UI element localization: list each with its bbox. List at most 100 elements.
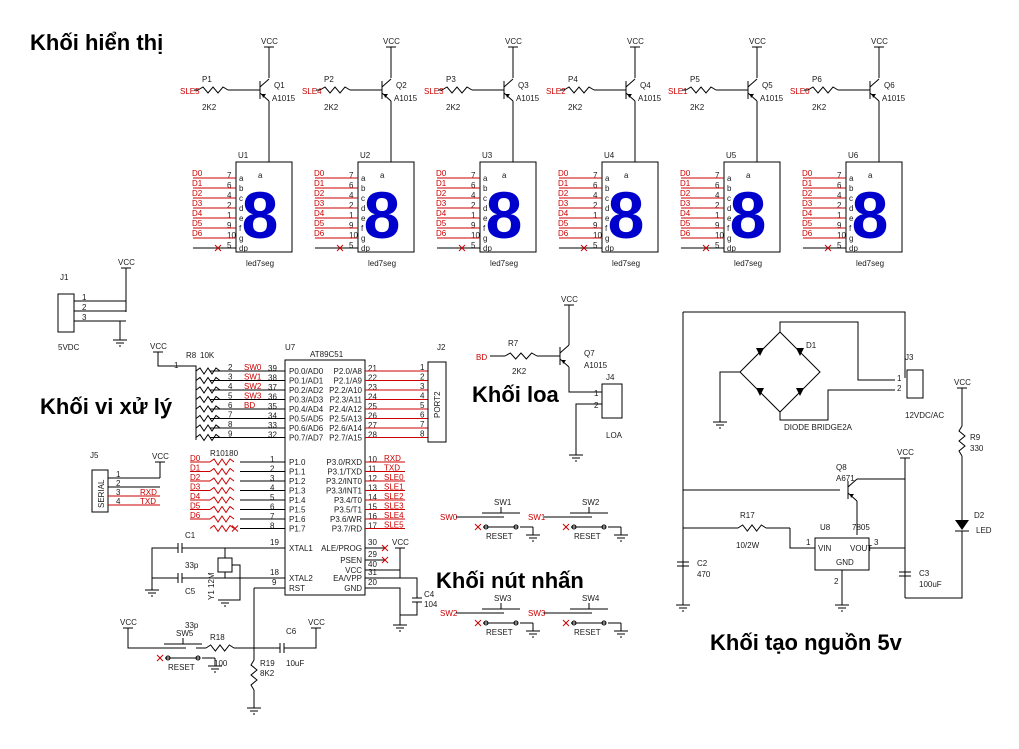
port3-pin-name: P3.6/WR (330, 515, 362, 524)
port1-pin-name: P1.6 (289, 515, 306, 524)
transistor-symbol (503, 92, 514, 102)
switch-net-label: SW2 (440, 609, 458, 618)
no-connect-mark (214, 244, 222, 252)
display-type: led7seg (856, 259, 884, 268)
segment-letter: b (361, 184, 366, 193)
wire (284, 628, 317, 649)
mcu-pin-number: 40 (368, 560, 377, 569)
segment-pin-number: 2 (715, 201, 720, 210)
connector-ref: J2 (437, 343, 446, 352)
transistor-ref: Q2 (396, 81, 407, 90)
serial-net-label: TXD (140, 497, 156, 506)
segment-pin-number: 1 (471, 211, 476, 220)
transistor-symbol (869, 92, 880, 102)
diode (796, 388, 804, 396)
segment-letter: a (605, 174, 610, 183)
port3-net-label: SLE2 (384, 492, 404, 501)
port3-pin-number: 15 (368, 503, 377, 512)
pullup-resistor (195, 433, 221, 442)
regulator-pin-number: 2 (834, 577, 839, 586)
wire (683, 311, 906, 378)
crystal-label: Y1 12M (207, 572, 216, 600)
display-type: led7seg (490, 259, 518, 268)
switch-pin (195, 655, 201, 661)
segment-net-label: D1 (802, 179, 813, 188)
port0-pin-name: P0.0/AD0 (289, 367, 324, 376)
rpack-pin: 4 (228, 382, 233, 391)
port3-pin-name: P3.3/INT1 (326, 487, 363, 496)
connector-label: SERIAL (97, 479, 106, 508)
vcc-label: VCC (152, 452, 169, 461)
segment-letter: d (361, 204, 365, 213)
connector-ref: J4 (606, 373, 615, 382)
led-label: LED (976, 526, 992, 535)
port0-pin-name: P0.3/AD3 (289, 396, 324, 405)
transistor-type: A1015 (272, 94, 296, 103)
segment-letter: b (483, 184, 488, 193)
mcu-pin-number: 18 (270, 568, 279, 577)
no-connect-mark (474, 523, 482, 531)
segment-resistor (209, 515, 235, 523)
display-block-title: Khối hiển thị (30, 30, 164, 55)
regulator-ref: U8 (820, 523, 831, 532)
segment-net-label: D2 (192, 189, 203, 198)
sense-resistor (737, 524, 767, 532)
resistor-ref: R17 (740, 511, 755, 520)
switch-pin (571, 620, 577, 626)
cap-value: 10uF (286, 659, 304, 668)
segment-letter: d (483, 204, 487, 213)
diode (756, 348, 764, 356)
transistor-symbol (847, 492, 858, 502)
port3-net-label: SLE5 (384, 521, 404, 530)
port2-pin-name: P2.4/A12 (329, 405, 362, 414)
port1-pin-number: 2 (270, 465, 275, 474)
connector-pin: 2 (116, 479, 121, 488)
segment-letter: g (239, 234, 243, 243)
base-resistor (441, 86, 473, 94)
segment-net-label: D1 (680, 179, 691, 188)
segment-letter: dp (605, 244, 614, 253)
connector-pin: 6 (420, 411, 425, 420)
vcc-label: VCC (118, 258, 135, 267)
segment-net-label: D3 (680, 199, 691, 208)
segment-pin-number: 5 (837, 241, 842, 250)
resistor-value: 100 (214, 659, 228, 668)
resistor-value: 2K2 (568, 103, 583, 112)
segment-letter: a (849, 174, 854, 183)
segment-letter: d (849, 204, 853, 213)
segment-letter: b (605, 184, 610, 193)
connector-label: 5VDC (58, 343, 80, 352)
segment-letter: g (361, 234, 365, 243)
segment-net-label: D6 (680, 229, 691, 238)
rpack-pin: 3 (228, 373, 233, 382)
port2-pin-name: P2.3/A11 (330, 396, 363, 405)
port1-pin-name: P1.4 (289, 496, 306, 505)
segment-net-label: D6 (190, 511, 201, 520)
port2-pin-number: 25 (368, 402, 377, 411)
segment-pin-number: 4 (715, 191, 720, 200)
transistor-type: A1015 (584, 361, 608, 370)
connector-ref: J1 (60, 273, 69, 282)
segment-letter: b (727, 184, 732, 193)
segment-pin-number: 9 (349, 221, 354, 230)
port0-pin-number: 33 (268, 421, 277, 430)
display-common-pin: a (502, 171, 507, 180)
segment-net-label: D2 (314, 189, 325, 198)
led-resistor (958, 425, 966, 457)
digit-select-label: SLE2 (546, 87, 566, 96)
vcc-label: VCC (871, 37, 888, 46)
transistor-type: A1015 (516, 94, 540, 103)
display-type: led7seg (368, 259, 396, 268)
segment-pin-number: 1 (837, 211, 842, 220)
port1-pin-name: P1.2 (289, 477, 306, 486)
connector-pin: 7 (420, 420, 425, 429)
led-symbol (955, 520, 969, 530)
segment-letter: a (239, 174, 244, 183)
segment-net-label: D2 (558, 189, 569, 198)
switch-ref: SW3 (494, 594, 512, 603)
wire (400, 577, 418, 598)
mcu-pin-name: XTAL1 (289, 544, 313, 553)
segment-net-label: D1 (558, 179, 569, 188)
switch-label: RESET (574, 628, 601, 637)
